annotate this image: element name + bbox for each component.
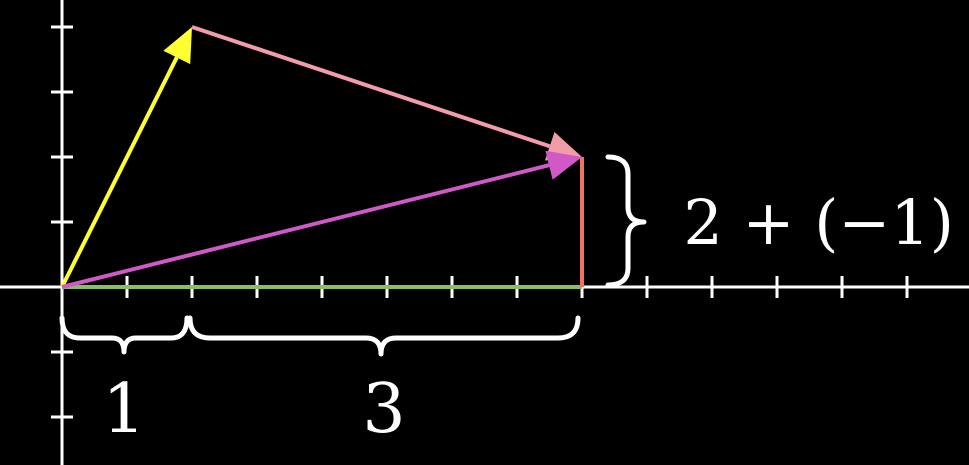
bottom-brace-second [187, 315, 581, 357]
bottom-brace-first [59, 315, 190, 355]
first-vector-shaft [60, 56, 179, 288]
sum-vector-arrowhead [545, 150, 582, 180]
sum-vector-arrow [61, 150, 582, 289]
first-vector-arrowhead [163, 27, 192, 65]
first-vector-arrow [60, 27, 192, 288]
second-vector-shaft [191, 25, 551, 149]
right-expression-label: 2 + (−1) [683, 186, 954, 259]
y-axis-ticks [51, 25, 73, 419]
bottom-label-first: 1 [102, 370, 145, 449]
right-brace [605, 154, 647, 288]
sum-vector-shaft [61, 163, 550, 289]
bottom-label-second: 3 [362, 370, 405, 449]
